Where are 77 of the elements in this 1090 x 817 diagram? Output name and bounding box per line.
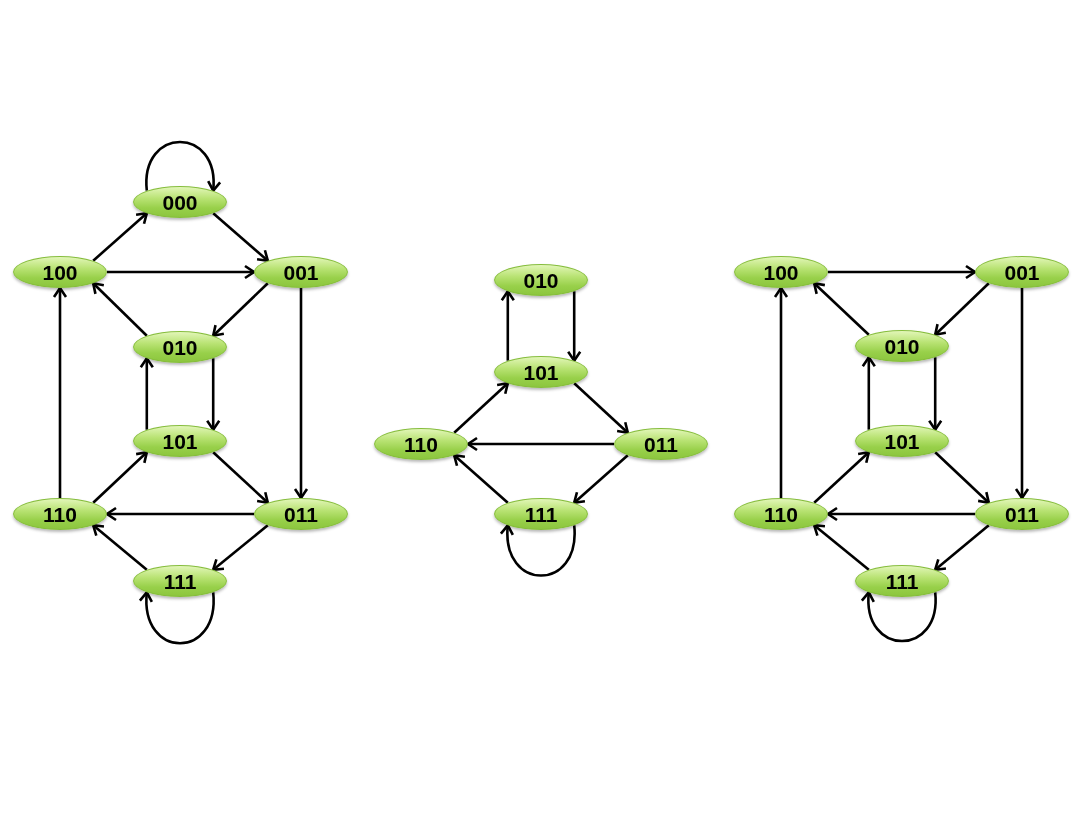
arrow — [572, 454, 629, 504]
state-label: 001 — [1004, 261, 1040, 283]
arrow — [453, 382, 510, 434]
arrow — [812, 524, 870, 571]
state-ellipse — [133, 331, 227, 363]
self-loop-arrow — [861, 591, 937, 643]
state-ellipse — [855, 425, 949, 457]
self-loop-arrow — [145, 140, 221, 192]
arrow — [466, 436, 614, 452]
state-ellipse — [855, 565, 949, 597]
state-label: 001 — [283, 261, 319, 283]
arrow — [933, 282, 990, 336]
arrow — [861, 356, 877, 430]
state-ellipse — [855, 330, 949, 362]
state-ellipse — [254, 256, 348, 288]
arrow — [293, 288, 309, 500]
state-label: 100 — [763, 261, 799, 283]
state-label: 111 — [885, 570, 919, 592]
state-label: 010 — [523, 269, 559, 291]
arrow — [452, 454, 509, 504]
state-ellipse — [734, 256, 828, 288]
arrow — [92, 451, 149, 504]
state-label: 110 — [404, 433, 438, 455]
state-ellipse — [254, 498, 348, 530]
state-ellipse — [133, 425, 227, 457]
self-loop-arrow — [139, 591, 215, 645]
state-label: 100 — [42, 261, 78, 283]
state-label: 111 — [163, 570, 197, 592]
arrow — [927, 357, 943, 431]
state-label: 101 — [523, 361, 559, 383]
state-ellipse — [614, 428, 708, 460]
state-label: 000 — [162, 191, 198, 213]
arrow — [1014, 288, 1030, 500]
arrow — [105, 506, 254, 522]
state-ellipse — [13, 498, 107, 530]
self-loop-arrow — [500, 524, 576, 577]
arrow — [211, 524, 269, 571]
arrow — [92, 212, 149, 262]
arrow — [211, 282, 269, 337]
state-ellipse — [13, 256, 107, 288]
state-label: 011 — [284, 503, 318, 525]
state-ellipse — [133, 565, 227, 597]
state-label: 110 — [43, 503, 77, 525]
state-ellipse — [494, 498, 588, 530]
state-ellipse — [975, 256, 1069, 288]
arrow — [500, 290, 516, 361]
arrow — [107, 264, 256, 280]
arrow — [91, 282, 148, 337]
state-ellipse — [494, 264, 588, 296]
arrow — [212, 451, 270, 504]
state-ellipse — [494, 356, 588, 388]
arrow — [828, 264, 977, 280]
arrow — [773, 286, 789, 498]
arrow — [812, 282, 870, 336]
state-label: 101 — [884, 430, 920, 452]
arrow — [933, 524, 990, 571]
arrow — [139, 357, 155, 430]
arrow — [813, 451, 871, 504]
state-label: 110 — [764, 503, 798, 525]
state-label: 010 — [162, 336, 198, 358]
state-ellipse — [734, 498, 828, 530]
arrow — [934, 451, 991, 504]
arrow — [205, 358, 221, 431]
state-label: 101 — [162, 430, 198, 452]
arrow — [212, 212, 270, 262]
arrow — [52, 286, 68, 498]
state-ellipse — [975, 498, 1069, 530]
state-ellipse — [133, 186, 227, 218]
arrow — [91, 524, 148, 571]
state-label: 011 — [1005, 503, 1039, 525]
state-label: 111 — [524, 503, 558, 525]
state-label: 010 — [884, 335, 920, 357]
state-ellipse — [374, 428, 468, 460]
state-label: 011 — [644, 433, 678, 455]
arrow — [826, 506, 975, 522]
arrow — [566, 291, 582, 362]
arrow — [573, 382, 630, 434]
